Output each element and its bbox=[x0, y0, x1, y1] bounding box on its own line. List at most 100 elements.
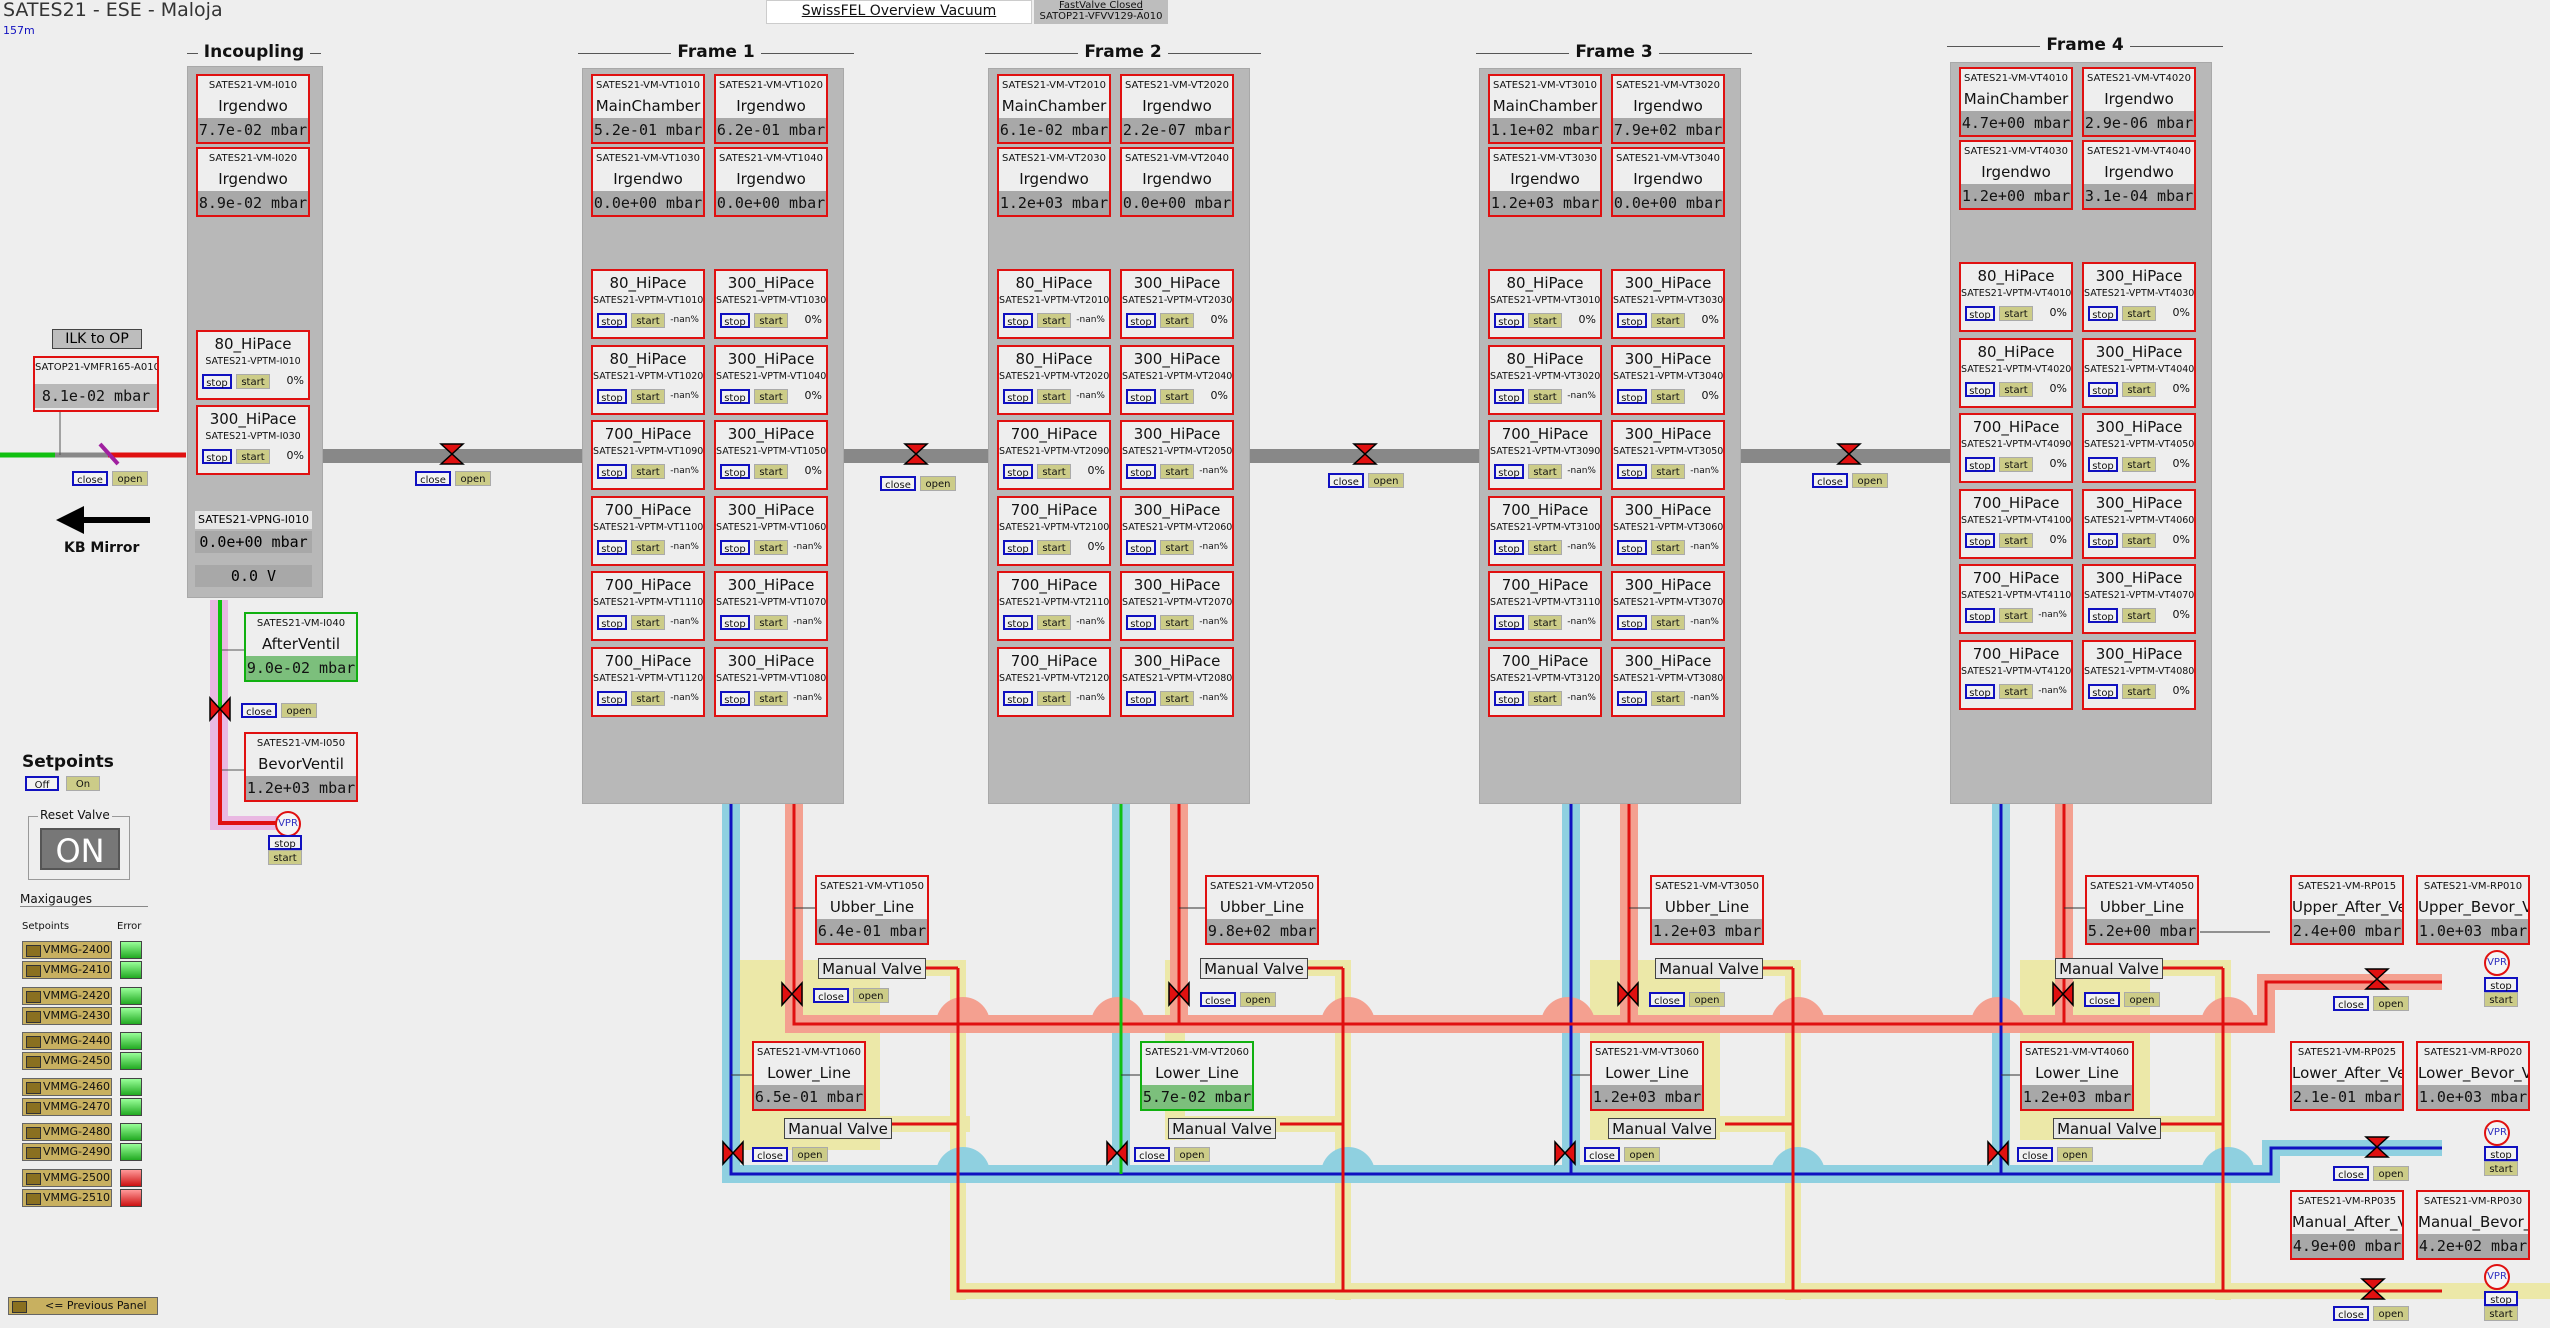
stop-button[interactable]: stop bbox=[597, 388, 627, 404]
stop-button[interactable]: stop bbox=[1965, 457, 1995, 472]
start-button[interactable]: start bbox=[2122, 381, 2156, 397]
start-button[interactable]: start bbox=[1037, 539, 1071, 555]
start-button[interactable]: start bbox=[1999, 683, 2033, 699]
valve-close-button[interactable]: close bbox=[752, 1147, 788, 1162]
vpr-pump-icon[interactable]: VPR bbox=[2484, 1264, 2510, 1290]
beamline-close-button[interactable]: close bbox=[72, 471, 108, 486]
stop-button[interactable]: stop bbox=[202, 374, 232, 389]
start-button[interactable]: start bbox=[1651, 690, 1685, 706]
gate-valve-icon[interactable] bbox=[2050, 981, 2076, 1007]
stop-button[interactable]: stop bbox=[597, 690, 627, 706]
start-button[interactable]: start bbox=[1037, 388, 1071, 404]
vpr-stop-button[interactable]: stop bbox=[268, 835, 302, 850]
maxigauge-setpoint[interactable]: VMMG-2510 bbox=[22, 1188, 112, 1207]
gate-valve-icon[interactable] bbox=[720, 1140, 746, 1166]
stop-button[interactable]: stop bbox=[1965, 306, 1995, 321]
start-button[interactable]: start bbox=[1528, 690, 1562, 706]
start-button[interactable]: start bbox=[1651, 615, 1685, 630]
valve-open-button[interactable]: open bbox=[455, 471, 491, 486]
stop-button[interactable]: stop bbox=[1003, 388, 1033, 404]
valve-close-button[interactable]: close bbox=[2333, 1306, 2369, 1321]
manual-valve-lower[interactable]: Manual Valve bbox=[2053, 1118, 2161, 1139]
vpr-start-button[interactable]: start bbox=[2484, 1306, 2518, 1321]
start-button[interactable]: start bbox=[1651, 388, 1685, 404]
valve-close-button[interactable]: close bbox=[2333, 1166, 2369, 1181]
vpr-start-button[interactable]: start bbox=[2484, 1161, 2518, 1176]
maxigauge-setpoint[interactable]: VMMG-2410 bbox=[22, 961, 112, 979]
previous-panel-button[interactable]: <= Previous Panel bbox=[8, 1297, 158, 1315]
valve-open-button[interactable]: open bbox=[2373, 996, 2409, 1011]
overview-link[interactable]: SwissFEL Overview Vacuum bbox=[766, 0, 1032, 24]
start-button[interactable]: start bbox=[631, 539, 665, 555]
valve-close-button[interactable]: close bbox=[2017, 1147, 2053, 1162]
valve-open-button[interactable]: open bbox=[1174, 1147, 1210, 1162]
start-button[interactable]: start bbox=[2122, 683, 2156, 699]
start-button[interactable]: start bbox=[1528, 313, 1562, 328]
start-button[interactable]: start bbox=[754, 388, 788, 404]
manual-valve-upper[interactable]: Manual Valve bbox=[2055, 958, 2163, 979]
stop-button[interactable]: stop bbox=[1003, 539, 1033, 555]
maxigauge-setpoint[interactable]: VMMG-2430 bbox=[22, 1006, 112, 1025]
stop-button[interactable]: stop bbox=[2088, 532, 2118, 548]
manual-valve-upper[interactable]: Manual Valve bbox=[1655, 958, 1763, 979]
stop-button[interactable]: stop bbox=[597, 539, 627, 555]
stop-button[interactable]: stop bbox=[2088, 306, 2118, 321]
valve-open-button[interactable]: open bbox=[2057, 1147, 2093, 1162]
gate-valve-icon[interactable] bbox=[2364, 1134, 2390, 1160]
stop-button[interactable]: stop bbox=[1617, 313, 1647, 328]
maxigauge-setpoint[interactable]: VMMG-2490 bbox=[22, 1143, 112, 1161]
valve-close-button[interactable]: close bbox=[813, 988, 849, 1003]
gate-valve-icon[interactable] bbox=[903, 441, 929, 467]
manual-valve-lower[interactable]: Manual Valve bbox=[784, 1118, 892, 1139]
stop-button[interactable]: stop bbox=[1494, 313, 1524, 328]
valve-open-button[interactable]: open bbox=[1240, 992, 1276, 1007]
start-button[interactable]: start bbox=[1037, 690, 1071, 706]
manual-valve-upper[interactable]: Manual Valve bbox=[818, 958, 926, 979]
start-button[interactable]: start bbox=[1037, 464, 1071, 479]
start-button[interactable]: start bbox=[754, 690, 788, 706]
start-button[interactable]: start bbox=[1528, 464, 1562, 479]
stop-button[interactable]: stop bbox=[1494, 615, 1524, 630]
stop-button[interactable]: stop bbox=[1494, 464, 1524, 479]
start-button[interactable]: start bbox=[754, 539, 788, 555]
start-button[interactable]: start bbox=[236, 374, 270, 389]
gate-valve-icon[interactable] bbox=[779, 981, 805, 1007]
valve-close-button[interactable]: close bbox=[2333, 996, 2369, 1011]
valve-open-button[interactable]: open bbox=[853, 988, 889, 1003]
gate-valve-icon[interactable] bbox=[2364, 966, 2390, 992]
stop-button[interactable]: stop bbox=[1494, 690, 1524, 706]
start-button[interactable]: start bbox=[631, 615, 665, 630]
start-button[interactable]: start bbox=[754, 464, 788, 479]
valve-close-button[interactable]: close bbox=[2084, 992, 2120, 1007]
stop-button[interactable]: stop bbox=[720, 690, 750, 706]
stop-button[interactable]: stop bbox=[1003, 464, 1033, 479]
valve-close-button[interactable]: close bbox=[1812, 473, 1848, 488]
gate-valve-icon[interactable] bbox=[1552, 1140, 1578, 1166]
stop-button[interactable]: stop bbox=[1126, 313, 1156, 328]
start-button[interactable]: start bbox=[631, 690, 665, 706]
vpr-start-button[interactable]: start bbox=[268, 850, 302, 865]
valve-open-button[interactable]: open bbox=[1852, 473, 1888, 488]
start-button[interactable]: start bbox=[2122, 306, 2156, 321]
maxigauge-setpoint[interactable]: VMMG-2450 bbox=[22, 1052, 112, 1070]
stop-button[interactable]: stop bbox=[202, 449, 232, 464]
stop-button[interactable]: stop bbox=[2088, 608, 2118, 623]
start-button[interactable]: start bbox=[631, 464, 665, 479]
gate-valve-icon[interactable] bbox=[207, 696, 233, 722]
vpr-stop-button[interactable]: stop bbox=[2484, 977, 2518, 992]
maxigauge-setpoint[interactable]: VMMG-2480 bbox=[22, 1123, 112, 1141]
setpoints-on-button[interactable]: On bbox=[66, 776, 100, 791]
stop-button[interactable]: stop bbox=[1617, 690, 1647, 706]
stop-button[interactable]: stop bbox=[2088, 683, 2118, 699]
start-button[interactable]: start bbox=[1999, 381, 2033, 397]
stop-button[interactable]: stop bbox=[1126, 690, 1156, 706]
manual-valve-lower[interactable]: Manual Valve bbox=[1608, 1118, 1716, 1139]
start-button[interactable]: start bbox=[2122, 608, 2156, 623]
maxigauge-setpoint[interactable]: VMMG-2470 bbox=[22, 1097, 112, 1116]
valve-close-button[interactable]: close bbox=[1328, 473, 1364, 488]
stop-button[interactable]: stop bbox=[597, 313, 627, 328]
stop-button[interactable]: stop bbox=[2088, 381, 2118, 397]
start-button[interactable]: start bbox=[1999, 457, 2033, 472]
start-button[interactable]: start bbox=[1651, 464, 1685, 479]
start-button[interactable]: start bbox=[1999, 532, 2033, 548]
